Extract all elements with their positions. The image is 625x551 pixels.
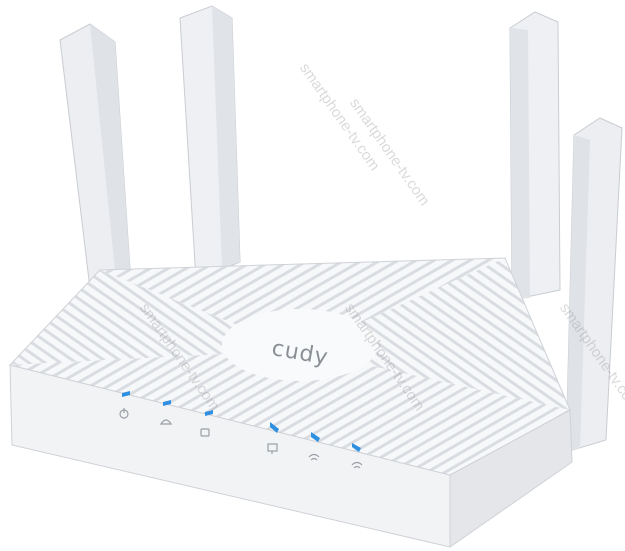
antenna-center-left [179, 5, 241, 281]
power-icon [119, 408, 129, 419]
led-lights [122, 391, 361, 452]
router-body: cudy [9, 257, 573, 548]
led-wan [205, 410, 213, 416]
led-lan [270, 422, 279, 433]
led-wifi-2g [311, 432, 320, 442]
lan-icon [267, 443, 278, 454]
wifi-2g-icon [308, 453, 320, 461]
wan-icon [200, 428, 210, 437]
antenna-right [565, 117, 623, 453]
internet-icon [159, 419, 173, 425]
antenna-center-right [509, 11, 561, 301]
led-wifi-5g [352, 443, 361, 452]
wifi-5g-icon [351, 461, 363, 469]
led-internet [163, 400, 171, 406]
led-power [122, 391, 130, 397]
logo-plate [222, 309, 378, 381]
antenna-back-left [59, 23, 133, 306]
